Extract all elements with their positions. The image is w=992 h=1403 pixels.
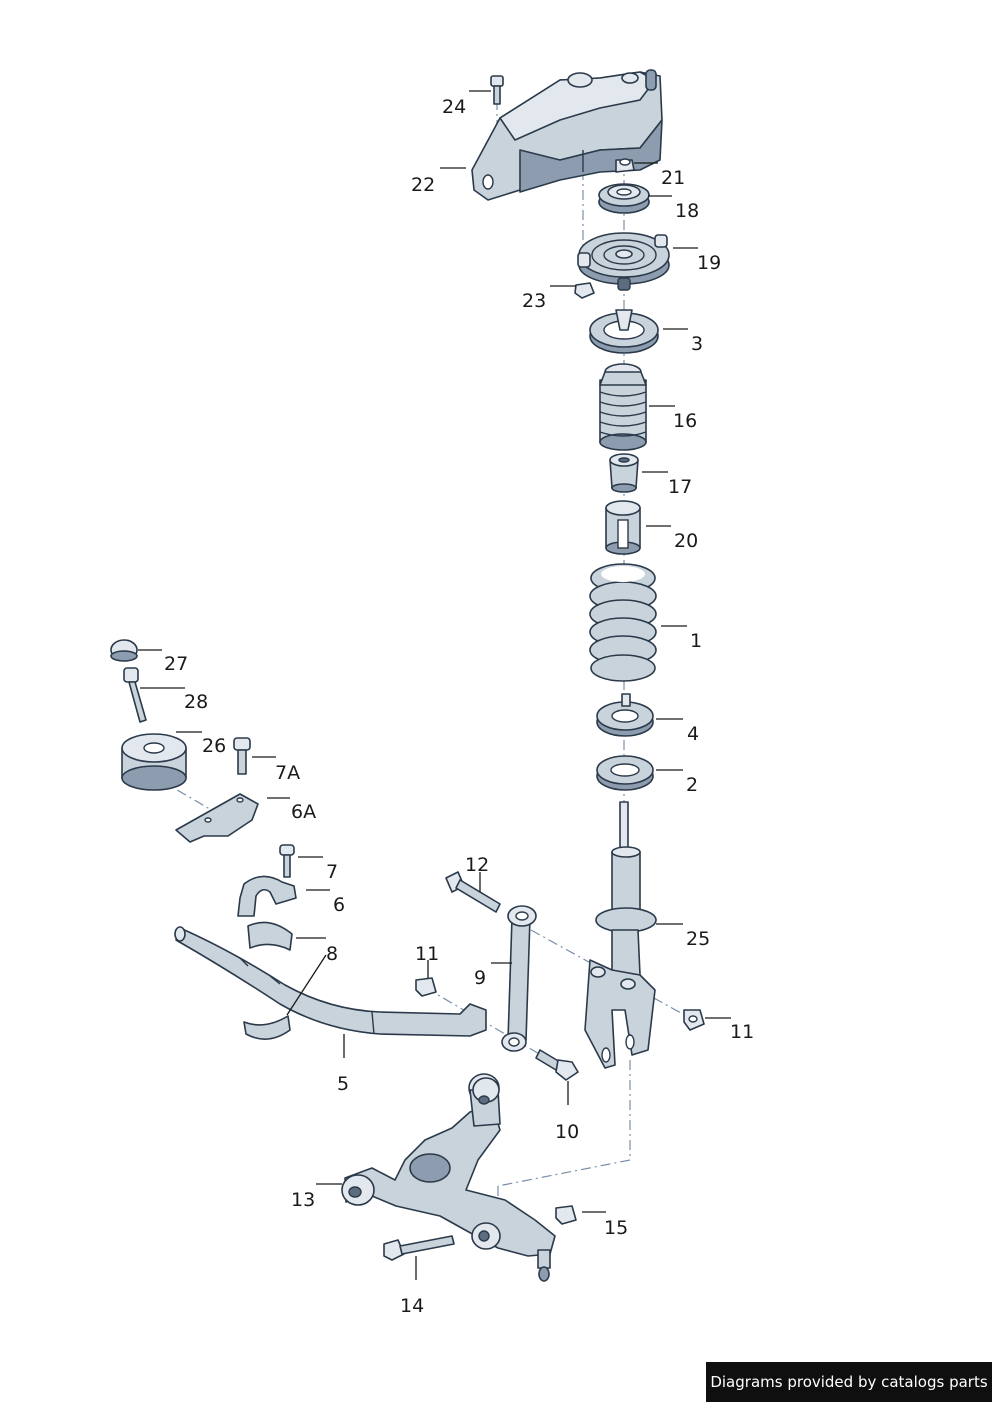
part-11-nut-right [683,1009,705,1031]
part-23-nut [574,282,595,299]
part-3-spring-seat [589,309,659,354]
label-11-right: 11 [730,1021,754,1043]
label-7: 7 [326,861,338,883]
part-8-bushing-lower [243,1015,291,1040]
label-25: 25 [686,928,710,950]
part-16-protective-boot [599,363,647,451]
label-23: 23 [522,290,546,312]
label-9: 9 [474,967,486,989]
label-16: 16 [673,410,697,432]
label-4: 4 [687,723,699,745]
part-labels: 24 22 21 18 19 23 3 16 17 20 1 4 2 25 11… [164,96,754,1317]
part-12-bolt [445,871,501,913]
part-24-bolt [490,75,504,105]
label-17: 17 [668,476,692,498]
label-19: 19 [697,252,721,274]
part-20-spacer-sleeve [605,500,641,555]
part-25-shock-absorber [584,801,657,1069]
label-15: 15 [604,1217,628,1239]
part-28-bolt [123,667,147,723]
part-11-nut-left [415,977,437,997]
part-4-spring-pad [596,693,654,737]
label-12: 12 [465,854,489,876]
part-8-bushing-upper [247,921,293,951]
part-26-rubber-mount [121,733,187,791]
part-14-bolt [383,1235,455,1261]
label-7a: 7A [275,762,300,784]
label-21: 21 [661,167,685,189]
part-27-cap [110,639,138,662]
label-8: 8 [326,943,338,965]
part-2-lower-spring-seat [596,755,654,791]
label-3: 3 [691,333,703,355]
label-1: 1 [690,630,702,652]
part-1-coil-spring [589,563,657,682]
leader-lines [138,90,731,1280]
label-13: 13 [291,1189,315,1211]
part-6-clamp [237,875,297,917]
label-2: 2 [686,774,698,796]
label-18: 18 [675,200,699,222]
label-14: 14 [400,1295,424,1317]
label-6a: 6A [291,801,316,823]
part-9-stabiliser-link [501,905,537,1052]
part-15-nut [555,1205,577,1225]
part-22-strut-tower-bracket [471,69,663,201]
label-10: 10 [555,1121,579,1143]
label-11-left: 11 [415,943,439,965]
label-28: 28 [184,691,208,713]
label-26: 26 [202,735,226,757]
label-24: 24 [442,96,466,118]
part-19-strut-mount [577,232,670,291]
attribution-banner: Diagrams provided by catalogs parts [706,1362,992,1402]
label-27: 27 [164,653,188,675]
part-6a-bracket [175,793,259,843]
part-17-bump-stop [609,453,639,493]
part-10-bolt [535,1049,579,1081]
part-7-bolt [279,844,295,878]
part-7a-bolt [233,737,251,775]
part-5-stabiliser-bar [174,926,487,1037]
part-13-lower-control-arm [341,1073,556,1282]
label-20: 20 [674,530,698,552]
part-21-nut [615,158,635,173]
label-6: 6 [333,894,345,916]
part-18-strut-bearing [598,183,650,214]
label-22: 22 [411,174,435,196]
label-5: 5 [337,1073,349,1095]
